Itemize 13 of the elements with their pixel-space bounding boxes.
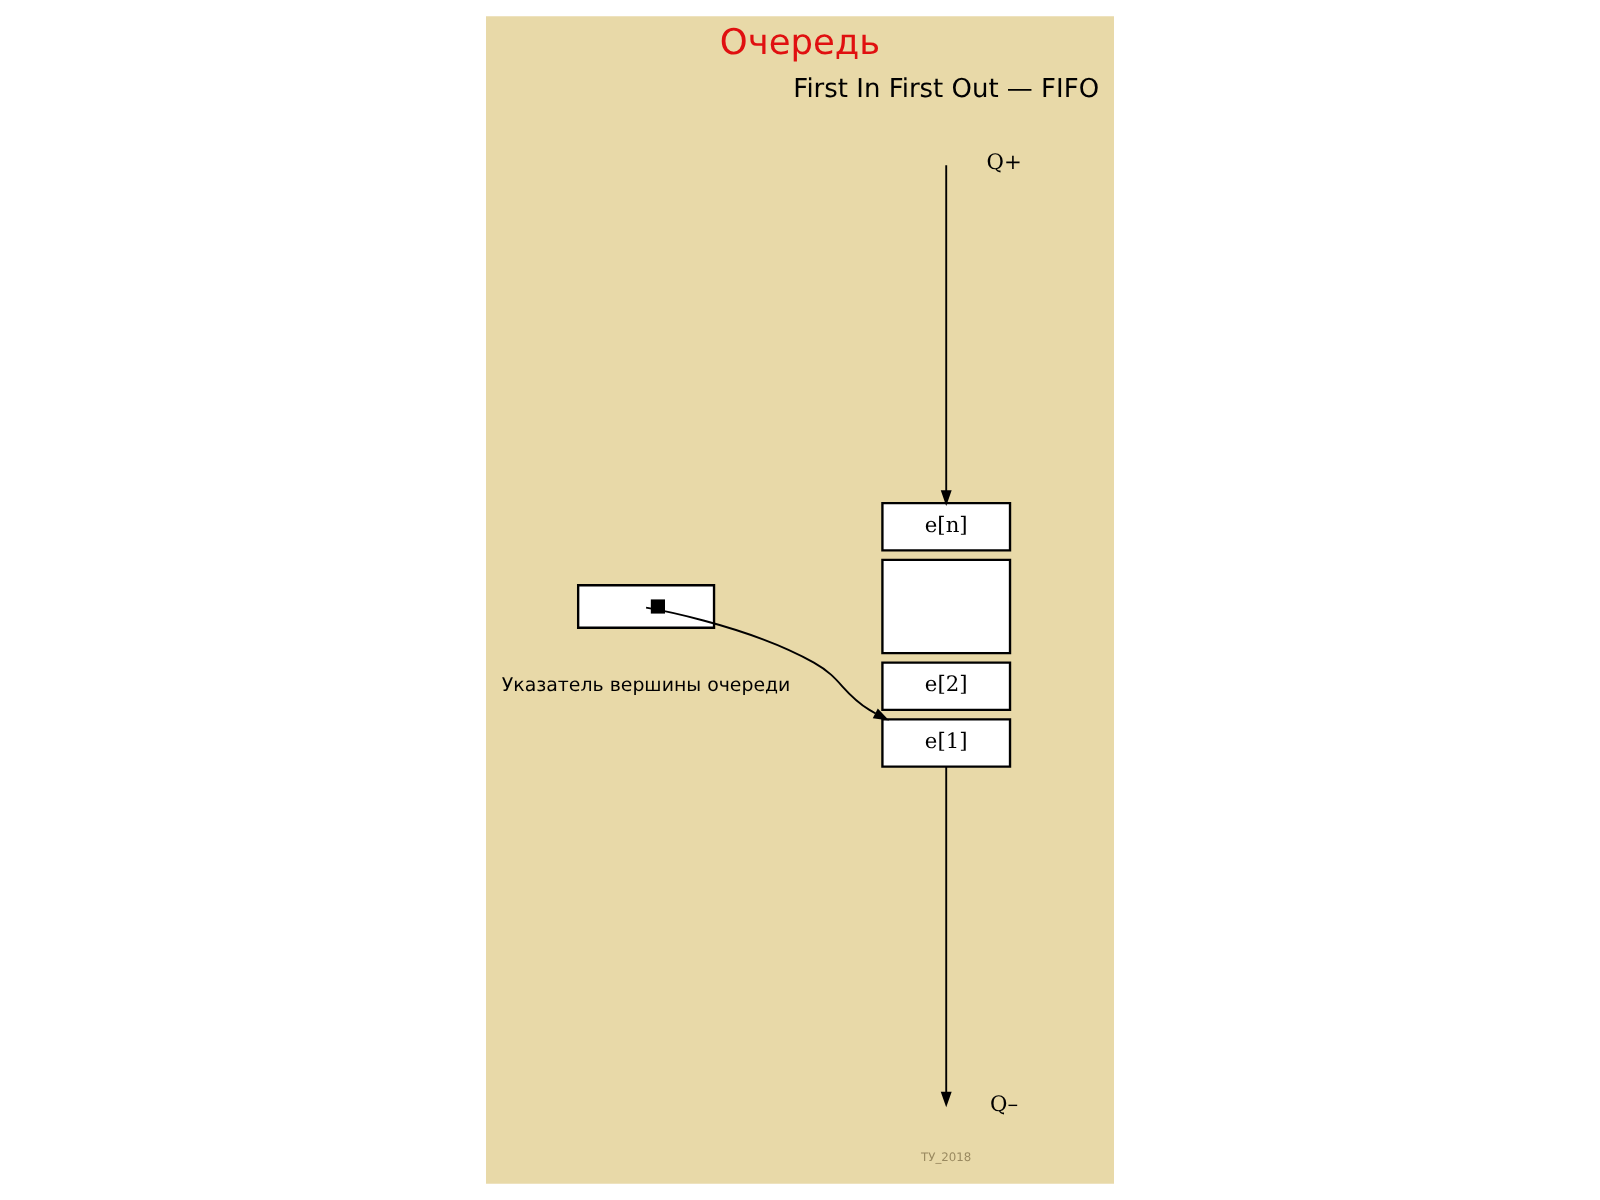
node-box: e[1] [881, 718, 1012, 768]
arrow [645, 606, 890, 721]
arrow [940, 765, 952, 1108]
label: First In First Out — FIFO [793, 75, 1100, 106]
diagram-title: Очередь [719, 24, 881, 65]
node-box [881, 558, 1012, 655]
node-box [577, 584, 716, 629]
node-box: e[n] [881, 501, 1012, 552]
arrow [940, 164, 952, 506]
node-box: e[2] [881, 661, 1012, 712]
label: Q+ [986, 149, 1022, 176]
label: Q– [990, 1090, 1019, 1117]
node-label: Указатель вершины очереди [501, 674, 791, 697]
